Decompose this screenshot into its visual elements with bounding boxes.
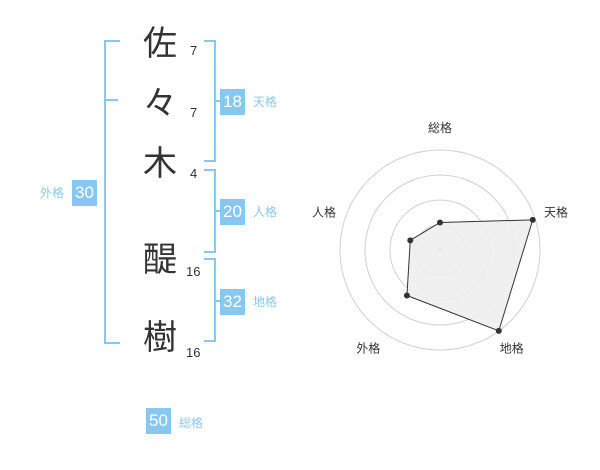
tenkaku-connector: [214, 100, 221, 102]
soukaku-label: 総格: [179, 416, 204, 430]
tenkaku-label: 天格: [253, 95, 278, 109]
name-char-3: 木: [143, 144, 177, 184]
chikaku-connector: [214, 300, 221, 302]
radar-axis-label-1: 総格: [428, 120, 452, 135]
gaikaku-score: 30: [72, 180, 97, 206]
soukaku-score: 50: [146, 408, 171, 434]
stroke-count-1: 7: [190, 43, 198, 58]
name-char-2: 々: [143, 84, 177, 124]
gaikaku-inner-tick: [104, 99, 118, 101]
radar-point-3: [495, 327, 502, 334]
chikaku-label: 地格: [253, 295, 278, 309]
stroke-count-4: 16: [186, 264, 201, 279]
jinkaku-label: 人格: [253, 205, 278, 219]
stroke-count-3: 4: [190, 166, 198, 181]
radar-value-polygon: [406, 219, 534, 332]
radar-axis-label-2: 天格: [544, 204, 568, 219]
radar-grid-ring-4: [339, 149, 541, 351]
radar-point-1: [437, 219, 443, 226]
gaikaku-bracket: [104, 40, 120, 344]
tenkaku-score: 18: [220, 89, 245, 115]
radar-axis-label-4: 外格: [356, 341, 380, 356]
name-char-4: 醍: [143, 240, 177, 280]
radar-point-5: [407, 237, 414, 244]
gaikaku-label: 外格: [40, 186, 65, 200]
jinkaku-score: 20: [220, 199, 245, 225]
radar-point-2: [529, 216, 536, 223]
jinkaku-connector: [214, 210, 221, 212]
name-char-1: 佐: [143, 24, 177, 64]
chikaku-score: 32: [220, 289, 245, 315]
radar-axis-label-5: 人格: [312, 204, 336, 219]
name-char-5: 樹: [143, 318, 177, 358]
stroke-count-5: 16: [186, 345, 201, 360]
radar-axis-label-3: 地格: [500, 341, 524, 356]
stroke-count-2: 7: [190, 105, 198, 120]
radar-point-4: [403, 292, 410, 299]
